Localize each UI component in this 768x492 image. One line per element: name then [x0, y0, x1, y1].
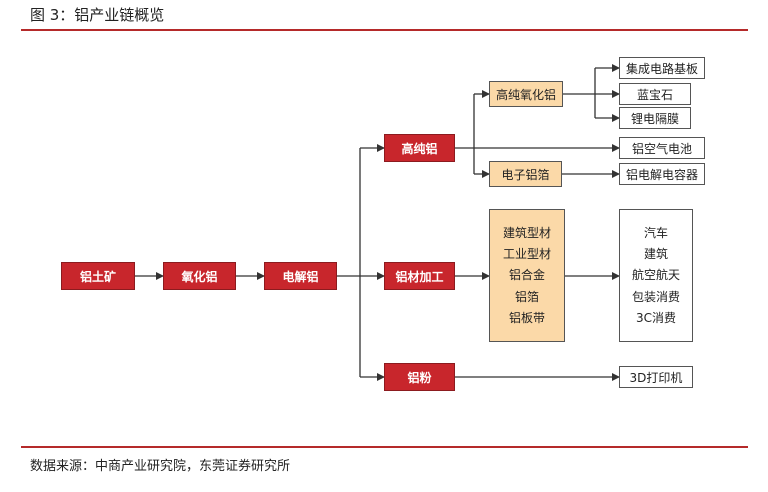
- node-aluminum-processing: 铝材加工: [384, 262, 455, 290]
- figure-title: 图 3：铝产业链概览: [30, 6, 165, 24]
- use-aerospace: 航空航天: [631, 268, 680, 283]
- node-electronic-foil: 电子铝箔: [489, 161, 562, 187]
- product-alloy: 铝合金: [508, 268, 545, 283]
- node-alumina: 氧化铝: [163, 262, 236, 290]
- top-rule: [21, 29, 748, 31]
- node-processed-products: 建筑型材 工业型材 铝合金 铝箔 铝板带: [489, 209, 565, 342]
- use-construction: 建筑: [643, 247, 668, 262]
- node-aluminum-powder: 铝粉: [384, 363, 455, 391]
- product-industrial-profile: 工业型材: [502, 247, 551, 262]
- node-end-uses: 汽车 建筑 航空航天 包装消费 3C消费: [619, 209, 693, 342]
- use-3c-consumer: 3C消费: [635, 310, 676, 325]
- node-aluminum-air-battery: 铝空气电池: [619, 137, 705, 159]
- node-high-purity-alumina: 高纯氧化铝: [489, 81, 563, 107]
- node-ic-substrate: 集成电路基板: [619, 57, 705, 79]
- node-battery-separator: 锂电隔膜: [619, 107, 691, 129]
- product-building-profile: 建筑型材: [502, 226, 551, 241]
- node-sapphire: 蓝宝石: [619, 83, 691, 105]
- source-note: 数据来源：中商产业研究院，东莞证券研究所: [30, 459, 291, 474]
- product-sheet-strip: 铝板带: [508, 310, 545, 325]
- bottom-rule: [21, 446, 748, 448]
- use-packaging: 包装消费: [631, 289, 680, 304]
- node-high-purity-aluminum: 高纯铝: [384, 134, 455, 162]
- node-electrolytic-aluminum: 电解铝: [264, 262, 337, 290]
- node-electrolytic-capacitor: 铝电解电容器: [619, 163, 705, 185]
- node-3d-printer: 3D打印机: [619, 366, 693, 388]
- product-foil: 铝箔: [514, 289, 539, 304]
- use-automotive: 汽车: [643, 226, 668, 241]
- node-bauxite: 铝土矿: [61, 262, 135, 290]
